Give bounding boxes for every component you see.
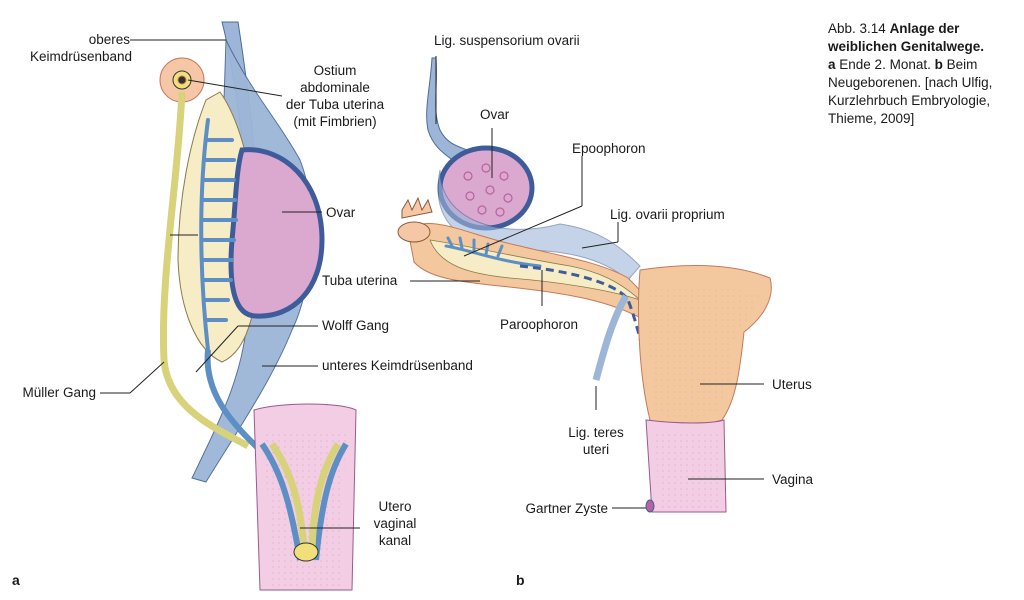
label-lig-teres-uteri: Lig. teres uteri [556,424,636,458]
panel-a-illustration [159,21,357,591]
label-ostium-line3: der Tuba uterina [285,97,385,112]
label-unteres-keimdruesenband: unteres Keimdrüsenband [322,358,473,373]
label-lig-teres-line1: Lig. teres [568,425,624,440]
label-tuba-uterina: Tuba uterina [322,273,398,288]
label-utero-line2: vaginal [373,516,417,531]
panel-b-leaders [410,56,764,509]
label-oberes-line2: Keimdrüsenband [30,49,133,64]
epoophoron-tubules [444,236,542,268]
caption-line-6: Thieme, 2009] [828,111,915,126]
caption-fig-number: Abb. 3.14 [828,21,886,36]
label-ostium-line2: abdominale [300,80,370,95]
label-oberes-line1: oberes [88,32,130,47]
caption-title-1: Anlage der [889,21,960,36]
label-vagina: Vagina [772,472,814,487]
panel-a-leaders [100,39,360,529]
label-wolff-gang: Wolff Gang [322,318,390,333]
ovary-a-shape [228,147,325,319]
caption-part-a-text: Ende 2. Monat. [839,57,931,72]
mueller-duct-a [159,91,250,450]
panel-b-illustration [397,57,772,513]
label-ostium-abdominale: Ostium abdominale der Tuba uterina (mit … [270,62,400,130]
caption-line-3: a Ende 2. Monat. b Beim [828,56,1018,74]
label-utero-line3: kanal [378,533,412,548]
label-mueller-gang: Müller Gang [22,385,96,400]
caption-part-b-text: Beim [946,57,978,72]
label-ovar-a: Ovar [326,205,356,220]
caption-line-5: Kurzlehrbuch Embryologie, [828,93,991,108]
caption-line-4: Neugeborenen. [nach Ulfig, [828,75,993,90]
panel-letter-b: b [516,572,525,588]
figure-caption: Abb. 3.14 Anlage der weiblichen Genitalw… [828,20,1018,128]
label-uterus: Uterus [772,377,812,392]
label-lig-suspensorium-ovarii: Lig. suspensorium ovarii [434,33,580,48]
label-epoophoron: Epoophoron [572,141,646,156]
label-ovar-b: Ovar [480,107,510,122]
ovary-follicles [463,163,513,217]
label-lig-ovarii-proprium: Lig. ovarii proprium [610,207,725,222]
panel-letter-a: a [12,572,20,588]
label-lig-teres-line2: uteri [582,442,610,457]
label-oberes-keimdruesenband: oberes Keimdrüsenband [30,31,133,65]
label-ostium-line1: Ostium [313,63,357,78]
mesonephric-tubules [199,118,238,352]
caption-part-b-letter: b [934,57,943,72]
lig-teres-shape [592,294,630,381]
label-paroophoron: Paroophoron [500,317,579,332]
caption-title-2: weiblichen Genitalwege. [828,39,985,54]
label-gartner-zyste: Gartner Zyste [525,501,608,516]
caption-line-1: Abb. 3.14 Anlage der [828,20,1018,38]
label-utero-line1: Utero [378,499,412,514]
caption-part-a-letter: a [828,57,836,72]
caption-line-2: weiblichen Genitalwege. [828,38,1018,56]
label-uterovaginalkanal: Utero vaginal kanal [360,498,430,549]
wolff-duct-a [204,349,263,453]
label-ostium-line4: (mit Fimbrien) [293,114,377,129]
fimbriae-b [397,196,433,243]
